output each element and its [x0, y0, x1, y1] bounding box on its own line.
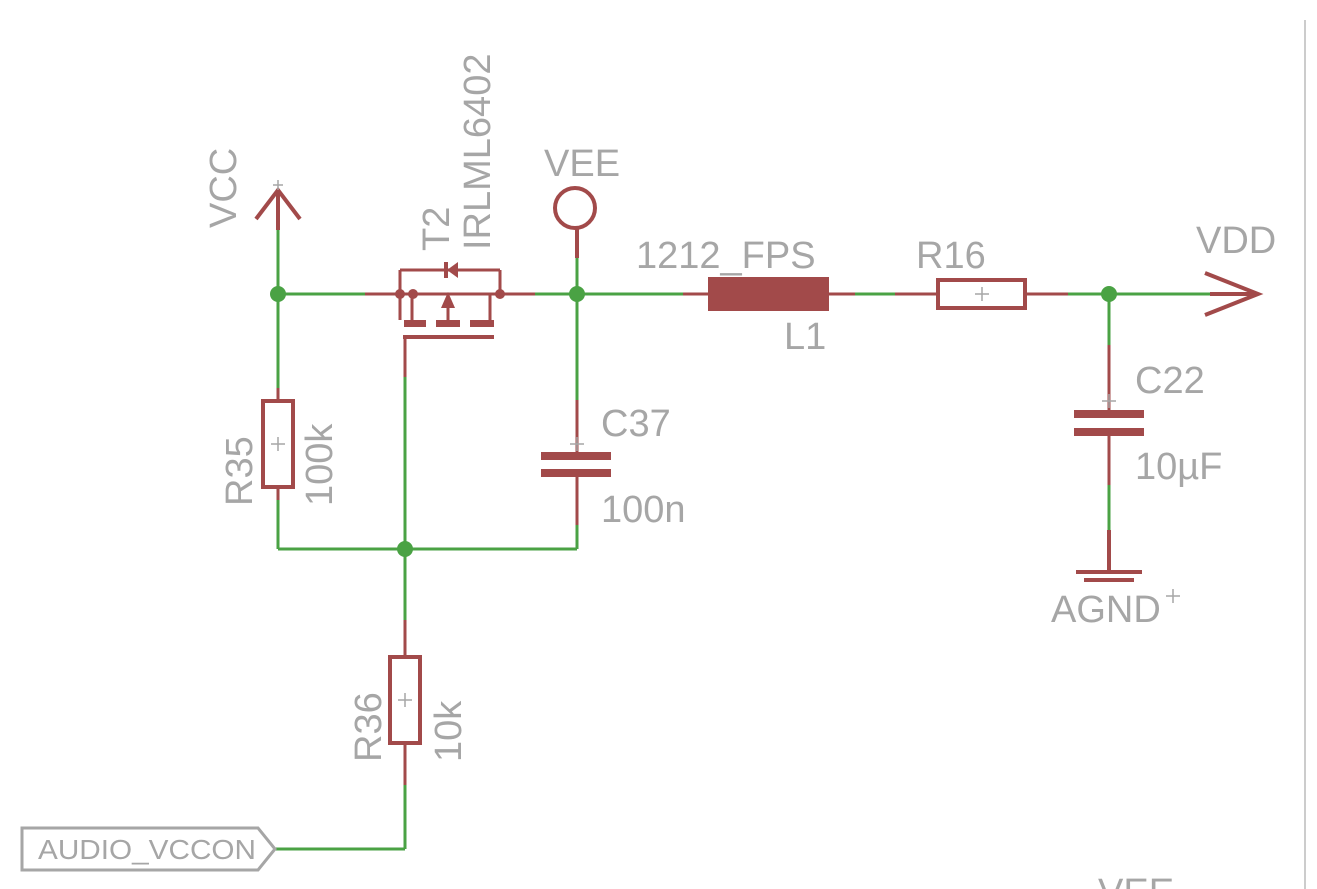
- c22-value-label: 10µF: [1135, 446, 1222, 488]
- vcc-supply-symbol[interactable]: [254, 180, 302, 230]
- r35-value-label: 100k: [299, 423, 341, 506]
- inductor-l1[interactable]: [683, 277, 855, 311]
- t2-value-label: IRLML6402: [457, 54, 499, 250]
- r36-value-label: 10k: [428, 700, 470, 762]
- r16-name-label: R16: [916, 235, 986, 277]
- vee-label: VEE: [544, 143, 620, 185]
- junction-dot: [1101, 286, 1117, 302]
- resistor-r36[interactable]: [388, 620, 422, 785]
- capacitor-c37[interactable]: [541, 400, 611, 525]
- vee-supply-symbol[interactable]: [553, 186, 597, 258]
- audio-vccon-label: AUDIO_VCCON: [38, 834, 256, 865]
- c37-value-label: 100n: [601, 489, 686, 531]
- junction-dot: [397, 541, 413, 557]
- junction-dot: [270, 286, 286, 302]
- t2-name-label: T2: [416, 207, 458, 251]
- vdd-label: VDD: [1196, 220, 1276, 262]
- transistor-t2[interactable]: [365, 262, 535, 377]
- r35-name-label: R35: [219, 436, 261, 506]
- capacitor-c22[interactable]: [1074, 345, 1144, 485]
- vdd-supply-symbol[interactable]: [1204, 271, 1264, 317]
- audio-vccon-port[interactable]: AUDIO_VCCON: [20, 826, 277, 872]
- l1-name-label: L1: [784, 316, 826, 358]
- agnd-symbol[interactable]: [1076, 530, 1180, 603]
- vee-bottom-label: VEE: [1098, 872, 1174, 889]
- c37-name-label: C37: [601, 403, 671, 445]
- agnd-label: AGND: [1051, 589, 1161, 631]
- l1-value-label: 1212_FPS: [636, 235, 816, 277]
- r36-name-label: R36: [348, 692, 390, 762]
- c22-name-label: C22: [1135, 360, 1205, 402]
- vcc-label: VCC: [203, 148, 245, 228]
- resistor-r35[interactable]: [261, 388, 295, 500]
- junction-dot: [569, 286, 585, 302]
- junctions: [270, 286, 1117, 557]
- resistor-r16[interactable]: [895, 278, 1068, 310]
